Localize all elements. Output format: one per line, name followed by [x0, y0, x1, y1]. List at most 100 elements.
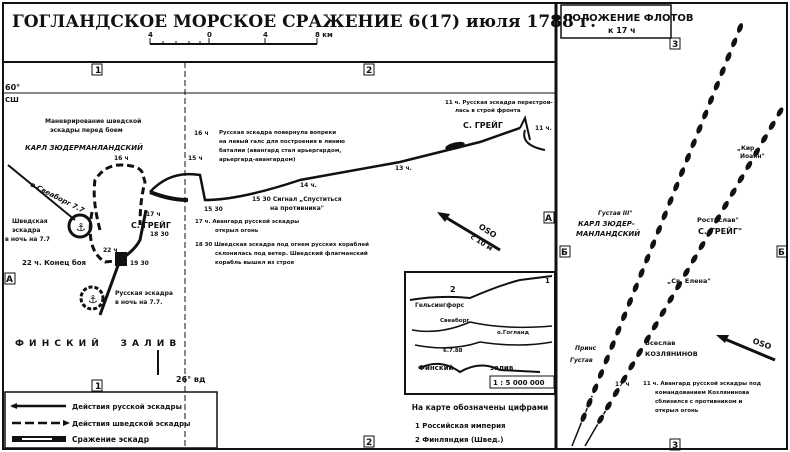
- russian-ship: [658, 307, 668, 318]
- svg-text:открыл огонь: открыл огонь: [655, 408, 699, 414]
- grid-label: 1: [95, 382, 101, 392]
- svg-text:Шведская: Шведская: [12, 218, 48, 225]
- svg-text:Финский: Финский: [418, 364, 453, 372]
- russian-night-note: Русская эскадра в ночь на 7.7.: [115, 290, 173, 306]
- svg-text:17 ч. Авангард русской эскадр: 17 ч. Авангард русской эскадры: [195, 218, 299, 225]
- swedish-ship: [620, 310, 628, 322]
- svg-text:На карте обозначены цифрами: На карте обозначены цифрами: [412, 403, 549, 412]
- grid-label: А: [545, 214, 552, 224]
- signal-note: 15 30 Сигнал „Спуститься на противника": [252, 196, 342, 212]
- swedish-night-note: Шведская эскадра в ночь на 7.7: [5, 218, 50, 243]
- swedish-retreat-route: [7, 164, 76, 221]
- svg-text:Иоанн": Иоанн": [740, 153, 765, 160]
- greig-label: С. ГРЕЙГ: [463, 119, 503, 130]
- svg-text:Русская эскадра повернула вопр: Русская эскадра повернула вопреки: [219, 130, 336, 136]
- svg-text:Русская эскадра: Русская эскадра: [115, 290, 173, 297]
- swedish-ship: [701, 108, 710, 121]
- svg-text:Густав: Густав: [570, 357, 593, 364]
- svg-text:11 ч. Русская эскадра перестро: 11 ч. Русская эскадра перестрои-: [445, 100, 553, 106]
- svg-text:6.7.88: 6.7.88: [443, 348, 463, 354]
- swedish-ship: [689, 137, 698, 149]
- russian-ship: [721, 200, 730, 211]
- swedish-ship: [626, 296, 634, 308]
- russian-ship: [643, 333, 652, 345]
- russian-ship: [713, 213, 722, 225]
- russian-ship: [697, 240, 707, 251]
- svg-text:С. ГРЕЙГ": С. ГРЕЙГ": [698, 225, 742, 236]
- time-label: 22 ч: [103, 247, 118, 254]
- russian-ship: [674, 280, 683, 292]
- inset-map: 2 1 Гельсингфорс Свеаборг о.Гогланд 6.7.…: [404, 271, 556, 395]
- t16-note: Русская эскадра повернула вопреки на лев…: [219, 130, 346, 163]
- t11-note: 11 ч. Русская эскадра перестрои- лась в …: [445, 100, 553, 114]
- svg-text:склонилась под ветер. Шведский: склонилась под ветер. Шведский флагманск…: [215, 250, 368, 257]
- svg-text:на левый галс для построения в: на левый галс для построения в линию: [219, 138, 346, 145]
- swedish-ship: [712, 80, 721, 92]
- svg-text:сблизился с противником и: сблизился с противником и: [655, 398, 743, 405]
- svg-text:эскадры перед боем: эскадры перед боем: [50, 127, 123, 134]
- grid-label: А: [6, 275, 13, 285]
- russian-ship: [596, 413, 605, 425]
- russian-ship: [768, 119, 777, 131]
- svg-text:корабль вышел из строя: корабль вышел из строя: [215, 259, 295, 266]
- grid-label: 1: [95, 66, 101, 76]
- swedish-ship: [678, 166, 686, 178]
- ship-track: [584, 405, 610, 447]
- longitude-label: 26° вд: [176, 375, 206, 384]
- scale-label: 4: [263, 31, 268, 39]
- swedish-ship: [707, 94, 715, 106]
- svg-text:Гельсингфорс: Гельсингфорс: [415, 302, 464, 309]
- swedish-ship: [591, 382, 600, 394]
- russian-ship: [604, 400, 613, 412]
- russian-ship: [729, 186, 738, 198]
- svg-text:Всеслав: Всеслав: [645, 339, 675, 347]
- time-label: 17 ч: [615, 381, 630, 388]
- time-label: 14 ч.: [300, 182, 317, 189]
- russian-ship: [627, 360, 636, 372]
- latitude-suffix: СШ: [5, 96, 19, 104]
- svg-text:Ростислав": Ростислав": [697, 216, 739, 224]
- swedish-ship: [724, 51, 733, 63]
- svg-text:15 30 Сигнал „Спуститься: 15 30 Сигнал „Спуститься: [252, 196, 342, 203]
- svg-text:залив: залив: [490, 364, 514, 372]
- wind-arrow-icon: [437, 212, 501, 252]
- svg-text:Принс: Принс: [575, 345, 597, 352]
- russian-ship: [651, 320, 660, 332]
- scale-label: 4: [148, 31, 153, 39]
- time-label: 16 ч: [114, 155, 129, 162]
- ship-labels: „Кир Иоанн" Густав III" КАРЛ ЗЮДЕР- МАНЛ…: [570, 145, 765, 364]
- inset-scale: 1 : 5 000 000: [493, 379, 545, 387]
- sea-label: Ф И Н С К И Й З А Л И В: [15, 337, 177, 349]
- battle-area: [115, 252, 127, 266]
- swedish-ship: [597, 368, 605, 380]
- svg-text:Маневрирование шведской: Маневрирование шведской: [45, 118, 141, 125]
- svg-text:баталии (авангард стал арьерга: баталии (авангард стал арьергардом,: [219, 147, 341, 154]
- swedish-maneuver-note: Маневрирование шведской эскадры перед бо…: [45, 118, 141, 134]
- svg-text:18 30 Шведская эскадра под ог: 18 30 Шведская эскадра под огнем русских…: [195, 241, 369, 248]
- legend-label: Сражение эскадр: [72, 435, 150, 444]
- svg-text:КАРЛ ЗЮДЕР-: КАРЛ ЗЮДЕР-: [578, 220, 635, 228]
- russian-front-formation: [519, 115, 546, 151]
- panel-note: 11 ч. Авангард русской эскадры под коман…: [643, 380, 762, 414]
- anchor-icon: ⚓: [88, 293, 98, 306]
- grid-label: Б: [778, 248, 785, 258]
- swedish-ship: [736, 22, 744, 34]
- grid-box: [669, 438, 681, 451]
- russian-ship: [619, 373, 629, 385]
- svg-text:командованием Козлянинова: командованием Козлянинова: [655, 390, 749, 396]
- russian-ship: [612, 387, 621, 398]
- t1830-note: 18 30 Шведская эскадра под огнем русских…: [195, 241, 369, 266]
- grid-box: [669, 37, 681, 50]
- russian-ship: [682, 266, 691, 278]
- russian-ship: [775, 106, 785, 118]
- panel-subtitle: к 17 ч: [608, 26, 636, 35]
- svg-text:„Св. Елена": „Св. Елена": [667, 277, 711, 285]
- scale-label: 0: [207, 31, 212, 39]
- russian-ship: [752, 146, 761, 158]
- time-label: 16 ч: [194, 130, 209, 137]
- legend: Действия русской эскадры Действия шведск…: [4, 391, 218, 449]
- inset-note: На карте обозначены цифрами 1 Российская…: [412, 403, 549, 444]
- latitude-label: 60°: [5, 83, 20, 92]
- map-title: ГОГЛАНДСКОЕ МОРСКОЕ СРАЖЕНИЕ 6(17) июля …: [12, 12, 596, 32]
